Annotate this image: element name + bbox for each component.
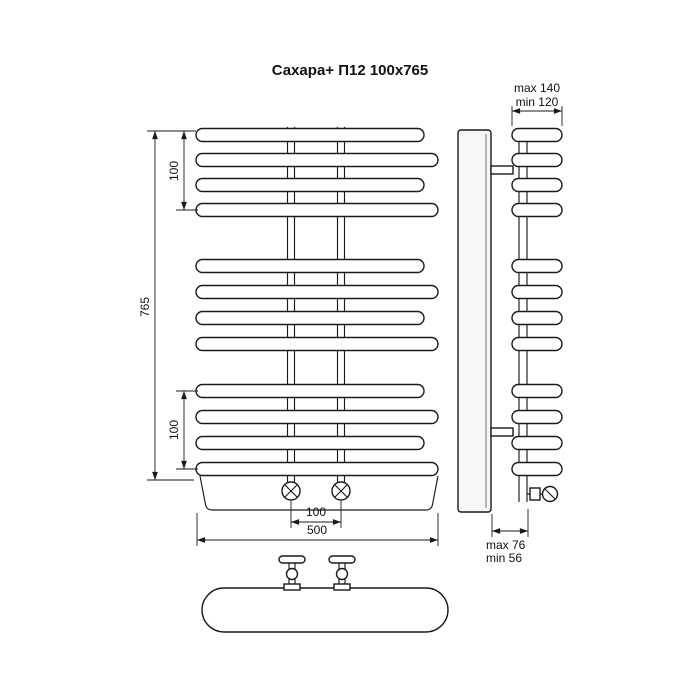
dim-label-top-100: 100 <box>167 161 181 181</box>
radiator-bar-side <box>511 383 563 399</box>
radiator-bar <box>195 258 425 274</box>
side-valve <box>527 485 559 503</box>
radiator-bar <box>195 435 425 451</box>
dim-label-bottom-100: 100 <box>167 420 181 440</box>
radiator-bar <box>195 383 425 399</box>
dim-label-width: 500 <box>307 523 327 537</box>
dim-label-765: 765 <box>138 297 152 317</box>
drawing-title: Сахара+ П12 100x765 <box>272 62 429 79</box>
radiator-bar-side <box>511 336 563 352</box>
valve-nut <box>285 567 299 581</box>
dim-label-depth-min: min 120 <box>516 95 559 109</box>
mounting-bracket-bottom <box>490 427 514 437</box>
radiator-bar <box>195 177 425 193</box>
valve-handle <box>278 555 306 564</box>
dim-top-group-100: 100 <box>167 131 198 211</box>
radiator-bar <box>195 336 439 352</box>
bottom-view-valve-left <box>278 555 306 591</box>
dim-label-offset-min: min 56 <box>486 551 522 565</box>
dim-height-765: 765 <box>138 130 196 481</box>
valve-flange <box>333 583 351 591</box>
radiator-bar-side <box>511 435 563 451</box>
dim-label-pipe-spacing: 100 <box>306 505 326 519</box>
radiator-bar <box>195 152 439 168</box>
side-panel <box>457 129 492 513</box>
side-view <box>457 127 563 513</box>
dim-width-500: 500 <box>196 513 439 546</box>
radiator-bar-side <box>511 310 563 326</box>
radiator-bar-side <box>511 152 563 168</box>
dim-pipe-spacing-100: 100 <box>290 501 342 528</box>
radiator-bar <box>195 310 425 326</box>
front-view <box>195 127 439 511</box>
dim-label-offset-max: max 76 <box>486 538 526 552</box>
valve-handle <box>328 555 356 564</box>
side-bars <box>511 127 563 477</box>
valve-flange <box>283 583 301 591</box>
radiator-bar-side <box>511 202 563 218</box>
radiator-bar <box>195 202 439 218</box>
dim-depth: max 140 min 120 <box>511 81 563 126</box>
radiator-bar <box>195 409 439 425</box>
front-valve-left <box>281 481 301 501</box>
front-bars <box>195 127 439 477</box>
front-bottom-collector <box>199 475 439 511</box>
front-valve-right <box>331 481 351 501</box>
radiator-bar-side <box>511 461 563 477</box>
radiator-bar-side <box>511 177 563 193</box>
bottom-view <box>201 555 449 633</box>
radiator-bar <box>195 284 439 300</box>
bottom-view-body <box>201 587 449 633</box>
radiator-bar-side <box>511 258 563 274</box>
bottom-view-valve-right <box>328 555 356 591</box>
radiator-bar-side <box>511 127 563 143</box>
dim-bottom-group-100: 100 <box>167 390 198 470</box>
radiator-bar-side <box>511 409 563 425</box>
mounting-bracket-top <box>490 165 514 175</box>
dim-label-depth-max: max 140 <box>514 81 560 95</box>
dim-offset: max 76 min 56 <box>486 509 529 565</box>
radiator-bar <box>195 461 439 477</box>
valve-nut <box>335 567 349 581</box>
radiator-bar <box>195 127 425 143</box>
radiator-bar-side <box>511 284 563 300</box>
